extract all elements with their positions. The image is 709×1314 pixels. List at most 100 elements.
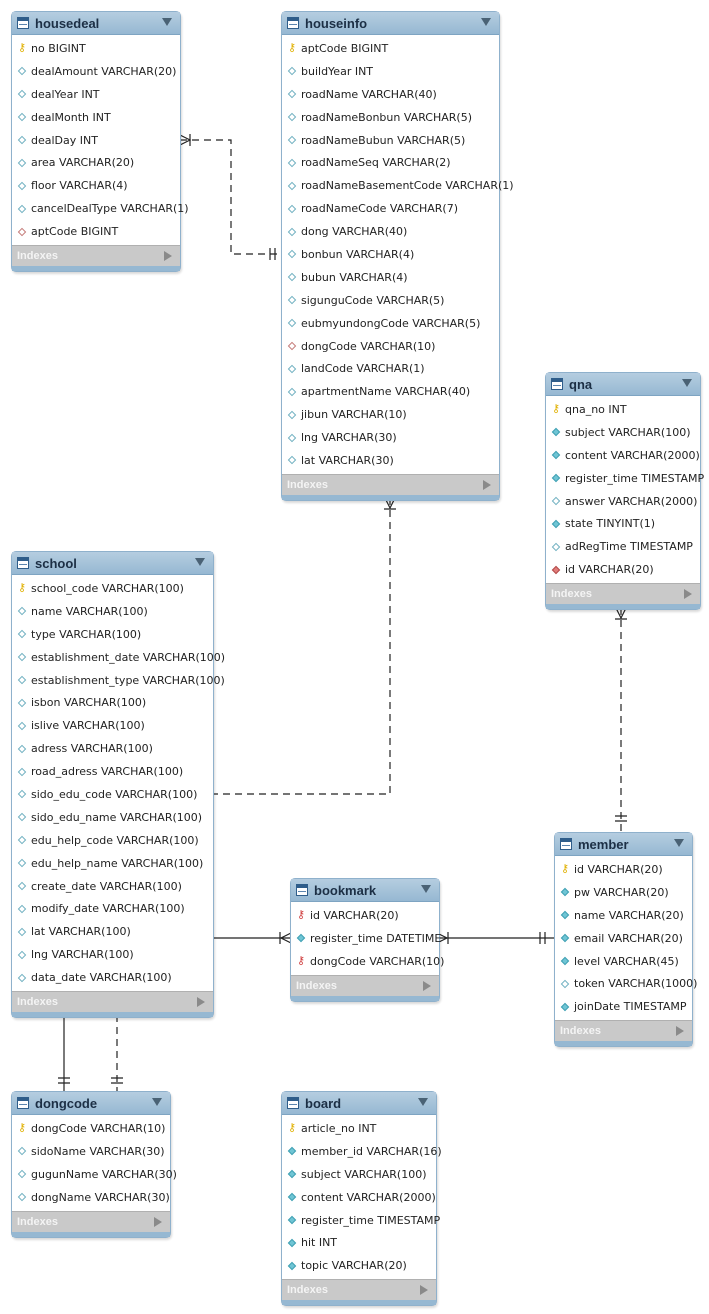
- column-row[interactable]: floor VARCHAR(4): [12, 174, 180, 197]
- column-row[interactable]: roadNameBubun VARCHAR(5): [282, 129, 499, 152]
- expand-arrow-icon[interactable]: [676, 1026, 684, 1037]
- column-row[interactable]: name VARCHAR(20): [555, 904, 692, 927]
- column-row[interactable]: dealMonth INT: [12, 106, 180, 129]
- column-row[interactable]: buildYear INT: [282, 60, 499, 83]
- indexes-section[interactable]: Indexes: [546, 583, 700, 605]
- collapse-caret-icon[interactable]: [152, 1098, 162, 1106]
- collapse-caret-icon[interactable]: [674, 839, 684, 847]
- column-row[interactable]: lat VARCHAR(100): [12, 920, 213, 943]
- column-row[interactable]: establishment_type VARCHAR(100): [12, 669, 225, 692]
- collapse-caret-icon[interactable]: [481, 18, 491, 26]
- column-row[interactable]: ⚷dongCode VARCHAR(10): [291, 950, 445, 973]
- indexes-section[interactable]: Indexes: [282, 1279, 436, 1301]
- table-header[interactable]: dongcode: [12, 1092, 170, 1115]
- table-school[interactable]: school⚷school_code VARCHAR(100)name VARC…: [11, 551, 225, 1019]
- column-row[interactable]: dongName VARCHAR(30): [12, 1186, 170, 1209]
- column-row[interactable]: adress VARCHAR(100): [12, 737, 213, 760]
- column-row[interactable]: roadNameBonbun VARCHAR(5): [282, 106, 499, 129]
- column-row[interactable]: ⚷id VARCHAR(20): [291, 904, 439, 927]
- column-row[interactable]: topic VARCHAR(20): [282, 1254, 436, 1277]
- column-row[interactable]: roadNameSeq VARCHAR(2): [282, 151, 499, 174]
- column-row[interactable]: token VARCHAR(1000): [555, 972, 697, 995]
- column-row[interactable]: content VARCHAR(2000): [546, 444, 700, 467]
- collapse-caret-icon[interactable]: [162, 18, 172, 26]
- table-header[interactable]: houseinfo: [282, 12, 499, 35]
- column-row[interactable]: dealYear INT: [12, 83, 180, 106]
- column-row[interactable]: sigunguCode VARCHAR(5): [282, 289, 499, 312]
- column-row[interactable]: bubun VARCHAR(4): [282, 266, 499, 289]
- column-row[interactable]: modify_date VARCHAR(100): [12, 897, 213, 920]
- column-row[interactable]: ⚷article_no INT: [282, 1117, 436, 1140]
- column-row[interactable]: register_time TIMESTAMP: [546, 467, 704, 490]
- column-row[interactable]: joinDate TIMESTAMP: [555, 995, 692, 1018]
- indexes-section[interactable]: Indexes: [12, 1210, 170, 1232]
- column-row[interactable]: road_adress VARCHAR(100): [12, 760, 213, 783]
- indexes-section[interactable]: Indexes: [12, 991, 213, 1013]
- expand-arrow-icon[interactable]: [164, 251, 172, 262]
- column-row[interactable]: roadNameBasementCode VARCHAR(1): [282, 174, 514, 197]
- table-header[interactable]: qna: [546, 373, 700, 396]
- column-row[interactable]: establishment_date VARCHAR(100): [12, 646, 225, 669]
- column-row[interactable]: ⚷no BIGINT: [12, 37, 180, 60]
- indexes-section[interactable]: Indexes: [12, 245, 180, 267]
- table-header[interactable]: housedeal: [12, 12, 180, 35]
- column-row[interactable]: member_id VARCHAR(16): [282, 1140, 442, 1163]
- indexes-section[interactable]: Indexes: [291, 974, 439, 996]
- column-row[interactable]: state TINYINT(1): [546, 512, 700, 535]
- collapse-caret-icon[interactable]: [421, 885, 431, 893]
- column-row[interactable]: ⚷aptCode BIGINT: [282, 37, 499, 60]
- table-header[interactable]: bookmark: [291, 879, 439, 902]
- column-row[interactable]: dongCode VARCHAR(10): [282, 335, 499, 358]
- column-row[interactable]: answer VARCHAR(2000): [546, 490, 700, 513]
- expand-arrow-icon[interactable]: [483, 479, 491, 490]
- table-member[interactable]: member⚷id VARCHAR(20)pw VARCHAR(20)name …: [554, 832, 697, 1048]
- column-row[interactable]: adRegTime TIMESTAMP: [546, 535, 700, 558]
- column-row[interactable]: roadName VARCHAR(40): [282, 83, 499, 106]
- column-row[interactable]: dealDay INT: [12, 129, 180, 152]
- indexes-section[interactable]: Indexes: [282, 473, 499, 495]
- collapse-caret-icon[interactable]: [418, 1098, 428, 1106]
- table-dongcode[interactable]: dongcode⚷dongCode VARCHAR(10)sidoName VA…: [11, 1091, 177, 1238]
- column-row[interactable]: eubmyundongCode VARCHAR(5): [282, 312, 499, 335]
- column-row[interactable]: isbon VARCHAR(100): [12, 691, 213, 714]
- column-row[interactable]: hit INT: [282, 1231, 436, 1254]
- column-row[interactable]: cancelDealType VARCHAR(1): [12, 197, 189, 220]
- indexes-section[interactable]: Indexes: [555, 1020, 692, 1042]
- column-row[interactable]: create_date VARCHAR(100): [12, 875, 213, 898]
- collapse-caret-icon[interactable]: [195, 558, 205, 566]
- expand-arrow-icon[interactable]: [420, 1285, 428, 1296]
- column-row[interactable]: email VARCHAR(20): [555, 927, 692, 950]
- column-row[interactable]: level VARCHAR(45): [555, 950, 692, 973]
- column-row[interactable]: lat VARCHAR(30): [282, 449, 499, 472]
- column-row[interactable]: gugunName VARCHAR(30): [12, 1163, 177, 1186]
- column-row[interactable]: edu_help_name VARCHAR(100): [12, 852, 213, 875]
- column-row[interactable]: bonbun VARCHAR(4): [282, 243, 499, 266]
- table-bookmark[interactable]: bookmark⚷id VARCHAR(20)register_time DAT…: [290, 878, 445, 1002]
- table-header[interactable]: school: [12, 552, 213, 575]
- column-row[interactable]: sido_edu_name VARCHAR(100): [12, 806, 213, 829]
- column-row[interactable]: content VARCHAR(2000): [282, 1186, 436, 1209]
- column-row[interactable]: lng VARCHAR(30): [282, 426, 499, 449]
- column-row[interactable]: lng VARCHAR(100): [12, 943, 213, 966]
- column-row[interactable]: roadNameCode VARCHAR(7): [282, 197, 499, 220]
- expand-arrow-icon[interactable]: [684, 589, 692, 600]
- column-row[interactable]: register_time DATETIME: [291, 927, 441, 950]
- column-row[interactable]: area VARCHAR(20): [12, 151, 180, 174]
- column-row[interactable]: dealAmount VARCHAR(20): [12, 60, 180, 83]
- column-row[interactable]: subject VARCHAR(100): [282, 1163, 436, 1186]
- column-row[interactable]: data_date VARCHAR(100): [12, 966, 213, 989]
- column-row[interactable]: aptCode BIGINT: [12, 220, 180, 243]
- column-row[interactable]: edu_help_code VARCHAR(100): [12, 829, 213, 852]
- column-row[interactable]: jibun VARCHAR(10): [282, 403, 499, 426]
- column-row[interactable]: ⚷id VARCHAR(20): [555, 858, 692, 881]
- column-row[interactable]: register_time TIMESTAMP: [282, 1209, 440, 1232]
- collapse-caret-icon[interactable]: [682, 379, 692, 387]
- expand-arrow-icon[interactable]: [423, 980, 431, 991]
- column-row[interactable]: sidoName VARCHAR(30): [12, 1140, 170, 1163]
- column-row[interactable]: type VARCHAR(100): [12, 623, 213, 646]
- table-header[interactable]: member: [555, 833, 692, 856]
- column-row[interactable]: pw VARCHAR(20): [555, 881, 692, 904]
